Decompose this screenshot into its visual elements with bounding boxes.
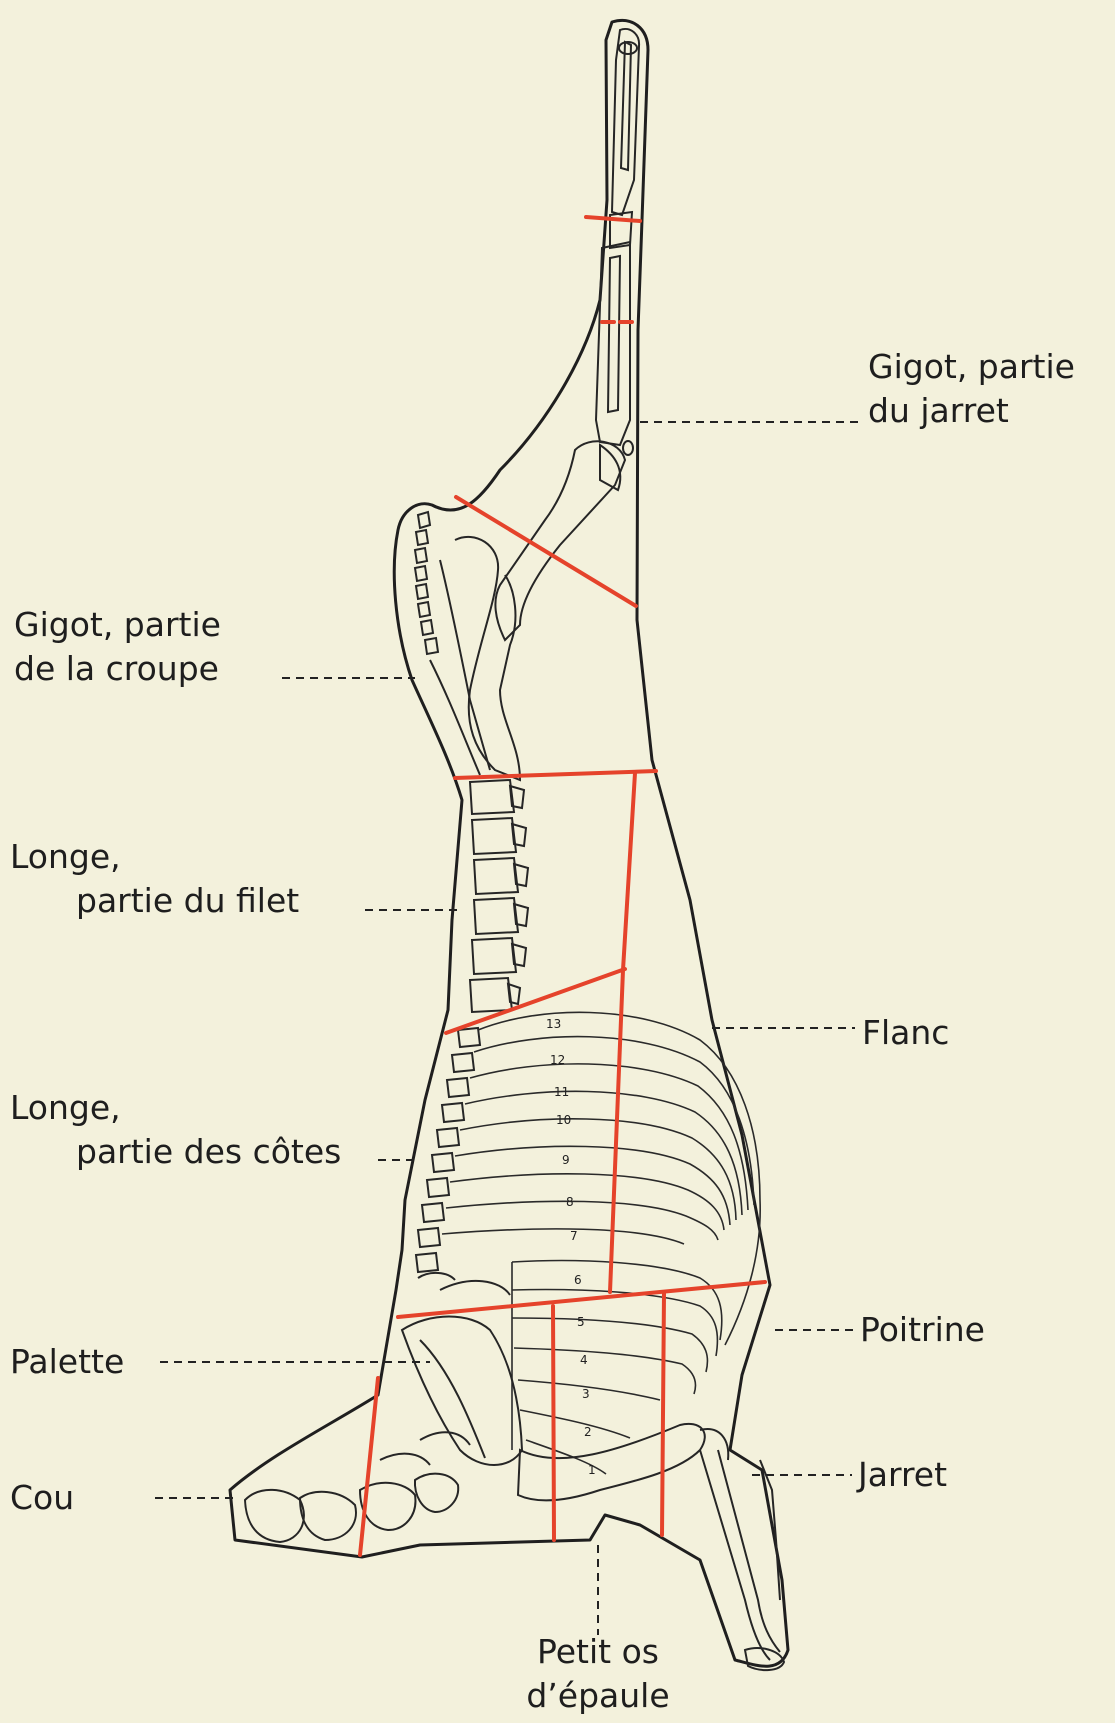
label-line: Poitrine: [860, 1308, 985, 1352]
neck-vertebrae: [245, 1432, 470, 1542]
label-line: du jarret: [868, 389, 1075, 433]
label-line: d’épaule: [508, 1674, 688, 1718]
thoracic-vertebrae: [416, 1028, 510, 1295]
label-gigot-jarret: Gigot, partie du jarret: [868, 345, 1075, 433]
rib-number: 6: [574, 1273, 582, 1287]
label-flanc: Flanc: [862, 1011, 949, 1055]
rib-number: 12: [550, 1053, 565, 1067]
rib-number: 11: [554, 1085, 569, 1099]
label-petit-os-epaule: Petit os d’épaule: [508, 1630, 688, 1718]
rib-number: 2: [584, 1425, 592, 1439]
label-cou: Cou: [10, 1476, 74, 1520]
label-longe-cotes: Longe, partie des côtes: [10, 1086, 341, 1174]
leg-bones: [495, 29, 639, 640]
rib-number: 7: [570, 1229, 578, 1243]
label-line: Cou: [10, 1476, 74, 1520]
carcass-outline: [230, 20, 788, 1666]
label-line: Longe,: [10, 1086, 341, 1130]
label-line: Gigot, partie: [868, 345, 1075, 389]
shoulder-bones: [402, 1317, 784, 1671]
label-line: partie du filet: [10, 879, 299, 923]
rib-number: 4: [580, 1353, 588, 1367]
rib-number: 13: [546, 1017, 561, 1031]
rib-number: 1: [588, 1463, 596, 1477]
label-poitrine: Poitrine: [860, 1308, 985, 1352]
rib-number: 3: [582, 1387, 590, 1401]
leader-lines: [155, 422, 860, 1635]
label-line: partie des côtes: [10, 1130, 341, 1174]
rib-number: 5: [577, 1315, 585, 1329]
label-longe-filet: Longe, partie du filet: [10, 835, 299, 923]
rib-number: 8: [566, 1195, 574, 1209]
lumbar-vertebrae: [470, 780, 528, 1012]
label-line: Petit os: [508, 1630, 688, 1674]
ribs: [442, 1012, 760, 1474]
pelvis-bones: [415, 512, 520, 780]
label-gigot-croupe: Gigot, partie de la croupe: [14, 603, 221, 691]
rib-number: 10: [556, 1113, 571, 1127]
label-line: Gigot, partie: [14, 603, 221, 647]
label-line: Palette: [10, 1340, 124, 1384]
rib-number: 9: [562, 1153, 570, 1167]
label-palette: Palette: [10, 1340, 124, 1384]
label-line: Longe,: [10, 835, 299, 879]
label-line: de la croupe: [14, 647, 221, 691]
label-line: Jarret: [858, 1453, 947, 1497]
label-line: Flanc: [862, 1011, 949, 1055]
label-jarret: Jarret: [858, 1453, 947, 1497]
cut-lines: [360, 217, 765, 1555]
